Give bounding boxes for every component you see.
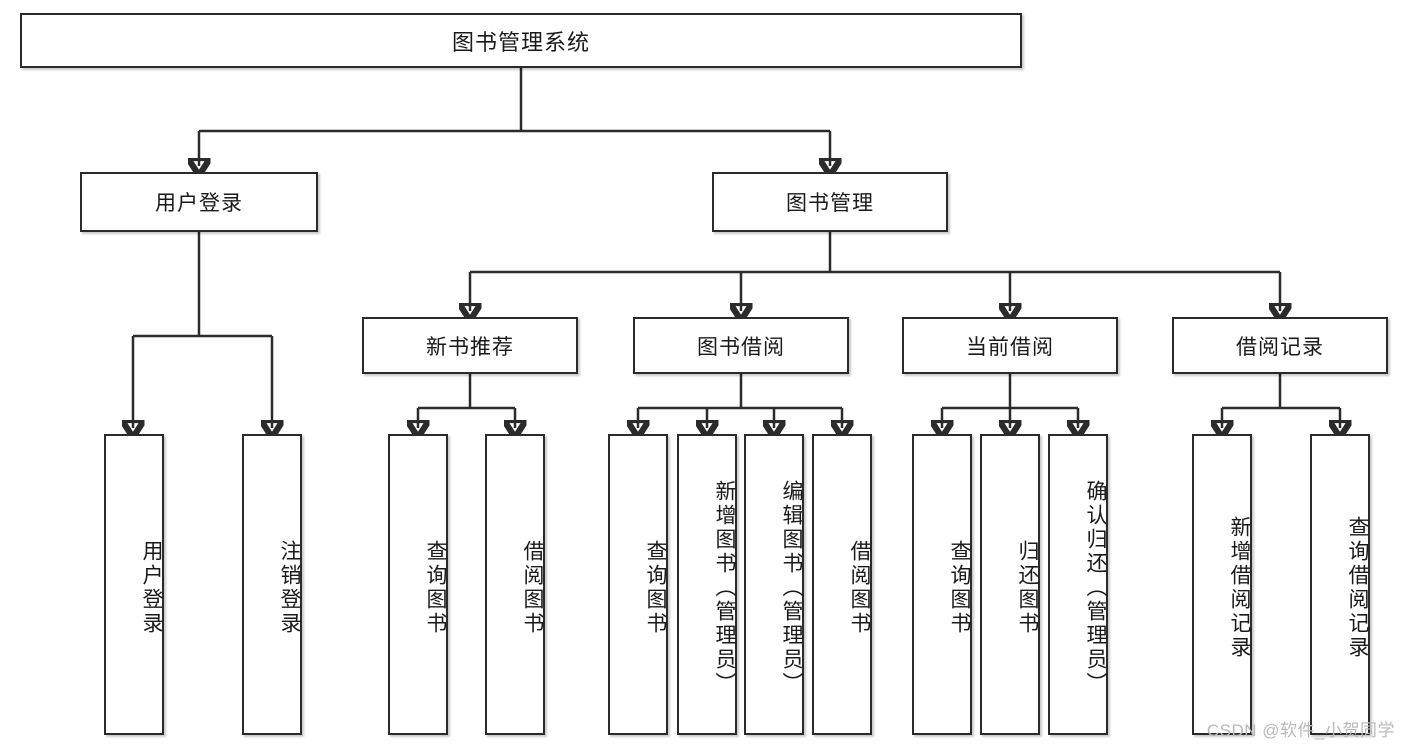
node-new-book-recommend[interactable]: 新书推荐 — [362, 317, 578, 374]
leaf-label: 借阅图书 — [848, 539, 871, 636]
node-book-management[interactable]: 图书管理 — [712, 172, 948, 232]
node-root-system[interactable]: 图书管理系统 — [20, 13, 1022, 68]
leaf-label: 编辑图书（管理员） — [780, 479, 803, 696]
node-user-login[interactable]: 用户登录 — [80, 172, 318, 232]
leaf-borrow-record-add[interactable]: 新增借阅记录 — [1192, 434, 1252, 735]
leaf-new-book-query[interactable]: 查询图书 — [388, 434, 448, 735]
leaf-new-book-borrow[interactable]: 借阅图书 — [485, 434, 545, 735]
node-book-borrow[interactable]: 图书借阅 — [633, 317, 849, 374]
leaf-current-borrow-return[interactable]: 归还图书 — [980, 434, 1040, 735]
node-borrow-record[interactable]: 借阅记录 — [1172, 317, 1388, 374]
leaf-label: 查询图书 — [644, 539, 667, 636]
leaf-current-borrow-confirm-return[interactable]: 确认归还（管理员） — [1048, 434, 1108, 735]
leaf-user-login-logout[interactable]: 注销登录 — [242, 434, 302, 735]
leaf-book-borrow-query[interactable]: 查询图书 — [608, 434, 668, 735]
leaf-label: 确认归还（管理员） — [1084, 479, 1107, 696]
leaf-label: 注销登录 — [278, 539, 301, 636]
leaf-label: 借阅图书 — [521, 539, 544, 636]
leaf-book-borrow-borrow[interactable]: 借阅图书 — [812, 434, 872, 735]
leaf-borrow-record-query[interactable]: 查询借阅记录 — [1310, 434, 1370, 735]
leaf-label: 新增图书（管理员） — [713, 479, 736, 696]
leaf-book-borrow-add[interactable]: 新增图书（管理员） — [677, 434, 737, 735]
node-current-borrow[interactable]: 当前借阅 — [902, 317, 1118, 374]
leaf-label: 查询借阅记录 — [1346, 515, 1369, 660]
leaf-label: 查询图书 — [424, 539, 447, 636]
leaf-label: 查询图书 — [948, 539, 971, 636]
leaf-book-borrow-edit[interactable]: 编辑图书（管理员） — [744, 434, 804, 735]
leaf-label: 归还图书 — [1016, 539, 1039, 636]
leaf-user-login-login[interactable]: 用户登录 — [104, 434, 164, 735]
leaf-label: 新增借阅记录 — [1228, 515, 1251, 660]
leaf-current-borrow-query[interactable]: 查询图书 — [912, 434, 972, 735]
csdn-watermark: CSDN @软件_小贺同学 — [1206, 721, 1395, 740]
leaf-label: 用户登录 — [140, 539, 163, 636]
